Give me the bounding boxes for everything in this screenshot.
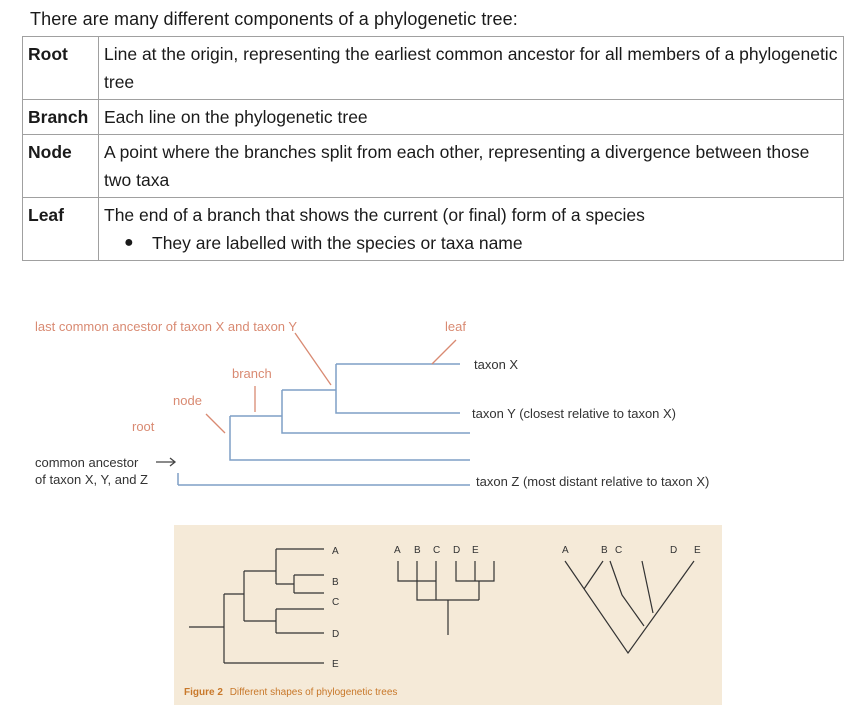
figure-caption-text: Different shapes of phylogenetic trees bbox=[230, 687, 398, 698]
term-cell: Root bbox=[22, 36, 99, 100]
tree3-label-d: D bbox=[670, 545, 677, 556]
tree3-label-a: A bbox=[562, 545, 569, 556]
intro-text: There are many different components of a… bbox=[30, 9, 518, 29]
tree1-label-e: E bbox=[332, 659, 339, 670]
tree1-label-d: D bbox=[332, 629, 339, 640]
bullet-item: ● They are labelled with the species or … bbox=[104, 229, 838, 257]
definition-text: The end of a branch that shows the curre… bbox=[104, 205, 645, 225]
bullet-text: They are labelled with the species or ta… bbox=[152, 233, 523, 253]
tree2-label-b: B bbox=[414, 545, 421, 556]
tree2-label-c: C bbox=[433, 545, 440, 556]
common-ancestor-label-2: of taxon X, Y, and Z bbox=[35, 472, 148, 487]
lca-pointer bbox=[294, 332, 332, 386]
taxon-y-label: taxon Y (closest relative to taxon X) bbox=[472, 406, 676, 421]
diagonal-tree bbox=[564, 560, 695, 655]
table-row: Root Line at the origin, representing th… bbox=[22, 36, 844, 100]
components-table: Root Line at the origin, representing th… bbox=[22, 36, 844, 261]
tree3-label-e: E bbox=[694, 545, 701, 556]
table-row: Node A point where the branches split fr… bbox=[22, 134, 844, 198]
figure-caption-number: Figure 2 bbox=[184, 687, 223, 698]
common-ancestor-label: common ancestor bbox=[35, 455, 139, 470]
tree2-label-e: E bbox=[472, 545, 479, 556]
tree2-label-a: A bbox=[394, 545, 401, 556]
root-label: root bbox=[132, 419, 155, 434]
node-pointer bbox=[205, 413, 226, 434]
taxon-x-label: taxon X bbox=[474, 357, 518, 372]
tree3-label-b: B bbox=[601, 545, 608, 556]
branch-taxon-z bbox=[229, 416, 470, 461]
bullet-icon: ● bbox=[124, 234, 134, 251]
table-row: Branch Each line on the phylogenetic tre… bbox=[22, 99, 844, 135]
taxon-z-label: taxon Z (most distant relative to taxon … bbox=[476, 474, 709, 489]
branch-label: branch bbox=[232, 366, 272, 381]
figure-caption: Figure 2 Different shapes of phylogeneti… bbox=[184, 687, 397, 698]
branch-taxon-y bbox=[281, 390, 470, 434]
bracket-tree bbox=[397, 561, 495, 635]
tree2-label-d: D bbox=[453, 545, 460, 556]
tree1-label-c: C bbox=[332, 597, 339, 608]
branch-x-y bbox=[335, 364, 460, 414]
leaf-label: leaf bbox=[445, 319, 466, 334]
lca-label: last common ancestor of taxon X and taxo… bbox=[35, 319, 297, 334]
tree-lines bbox=[177, 363, 470, 486]
table-row: Leaf The end of a branch that shows the … bbox=[22, 197, 844, 261]
node-label: node bbox=[173, 393, 202, 408]
term-cell: Leaf bbox=[22, 197, 99, 261]
annotation-lines bbox=[156, 332, 457, 467]
tree3-label-c: C bbox=[615, 545, 622, 556]
term-cell: Branch bbox=[22, 99, 99, 135]
tree1-label-b: B bbox=[332, 577, 339, 588]
leaf-pointer bbox=[431, 339, 457, 365]
term-cell: Node bbox=[22, 134, 99, 198]
phylogenetic-tree-diagram: last common ancestor of taxon X and taxo… bbox=[35, 319, 709, 489]
figure-2-panel: A B C D E A B C D E A B C D E Figure 2 D… bbox=[174, 525, 722, 705]
tree1-label-a: A bbox=[332, 546, 339, 557]
definition-cell: The end of a branch that shows the curre… bbox=[98, 197, 844, 261]
arrow-icon bbox=[169, 457, 177, 467]
definition-cell: Each line on the phylogenetic tree bbox=[98, 99, 844, 135]
rectangular-tree bbox=[189, 548, 324, 664]
definition-cell: Line at the origin, representing the ear… bbox=[98, 36, 844, 100]
tree-shapes-svg: A B C D E A B C D E A B C D E Figure 2 D… bbox=[184, 545, 701, 698]
definition-cell: A point where the branches split from ea… bbox=[98, 134, 844, 198]
